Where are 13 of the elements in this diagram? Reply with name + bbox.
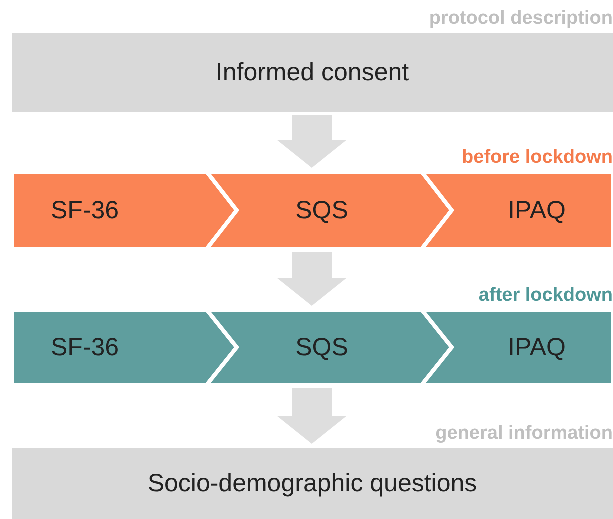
section-heading: after lockdown	[478, 284, 613, 308]
band-text: Informed consent	[214, 58, 410, 87]
step-label: SF-36	[50, 196, 120, 225]
section-heading: protocol description	[429, 7, 613, 31]
block-arrow	[277, 388, 347, 444]
section-heading: before lockdown	[462, 146, 613, 170]
section-heading: general information	[436, 422, 613, 446]
step-label: IPAQ	[508, 196, 566, 225]
step-label: SF-36	[50, 333, 120, 362]
block-arrow	[277, 252, 347, 306]
band-text: Socio-demographic questions	[146, 469, 478, 498]
step-label: IPAQ	[508, 333, 566, 362]
block-arrow	[277, 115, 347, 168]
